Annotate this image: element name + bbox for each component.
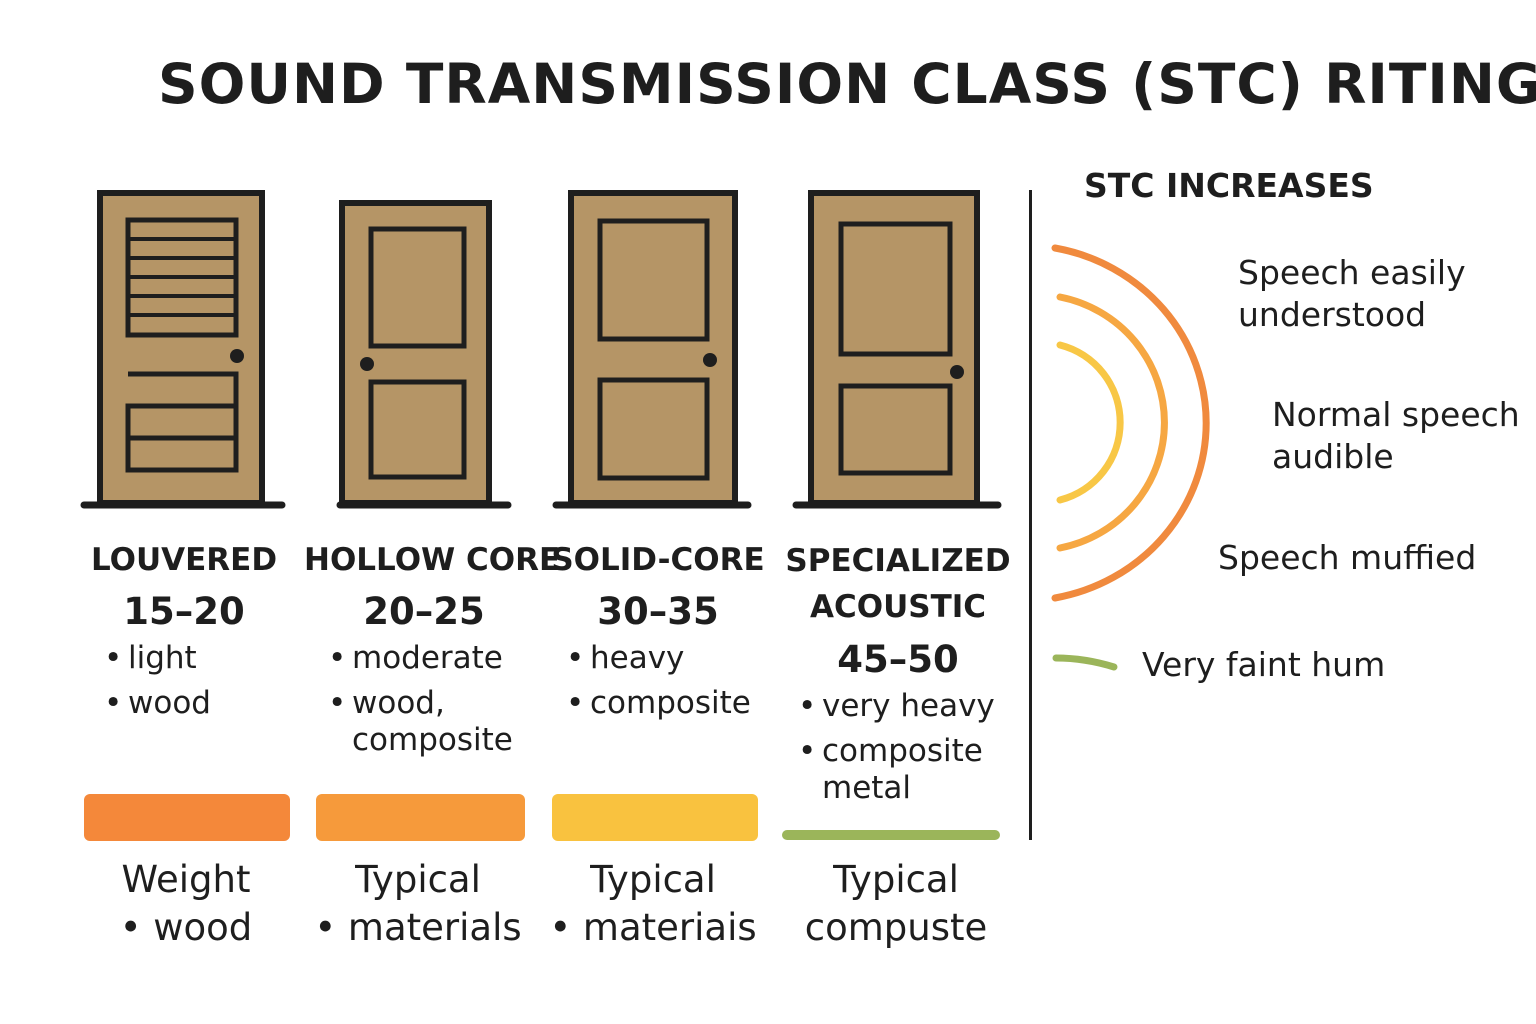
door-property: light [100, 640, 304, 677]
level-label-easily-understood: Speech easily understood [1238, 253, 1466, 334]
footer-line: Typical [833, 858, 959, 901]
door-footer: Weight • wood [66, 856, 306, 952]
door-property: heavy [562, 640, 778, 677]
page-title: SOUND TRANSMISSION CLASS (STC) RITING [158, 52, 1536, 116]
stc-range: 15–20 [123, 590, 245, 633]
level-label-normal-speech: Normal speech audible [1272, 395, 1520, 476]
door-panel [597, 218, 710, 342]
footer-line: • materiais [549, 906, 757, 949]
door-column-louvered: LOUVERED 15–20 light wood [64, 538, 304, 730]
door-panel [838, 221, 953, 357]
stc-range: 30–35 [597, 590, 719, 633]
door-footer: Typical • materials [298, 856, 538, 952]
level-label-faint-hum: Very faint hum [1142, 645, 1386, 684]
door-name: SPECIALIZED ACOUSTIC [785, 543, 1011, 625]
door-slab [568, 190, 738, 506]
door-icon [552, 190, 752, 509]
door-name: LOUVERED [90, 542, 278, 578]
door-knob [703, 353, 717, 367]
door-panel [597, 377, 710, 481]
door-property: wood [100, 685, 304, 722]
door-property: composite [562, 685, 778, 722]
louver-frame-bottom [125, 371, 239, 473]
door-knob [230, 349, 244, 363]
door-panel [368, 226, 467, 349]
door-column-specialized-acoustic: SPECIALIZED ACOUSTIC 45–50 very heavy co… [778, 538, 1018, 815]
footer-line: Weight [121, 858, 251, 901]
door-knob [360, 357, 374, 371]
door-name: SOLID-CORE [551, 542, 765, 578]
stc-increases-heading: STC INCREASES [1084, 166, 1374, 205]
door-name: HOLLOW CORE [304, 542, 561, 578]
sound-wave-icon [1051, 244, 1210, 671]
door-footer: Typical compuste [776, 856, 1016, 952]
sound-wave-arc-outer [1051, 244, 1210, 602]
door-panel [838, 383, 953, 476]
door-knob [950, 365, 964, 379]
level-label-muffled: Speech muffied [1218, 538, 1477, 577]
footer-line: compuste [804, 906, 988, 949]
footer-line: Typical [355, 858, 481, 901]
stc-color-bar [782, 830, 1000, 840]
door-footer: Typical • materiais [533, 856, 773, 952]
door-icon [336, 200, 512, 509]
sound-wave-arc-inner [1056, 341, 1124, 504]
door-property: composite metal [794, 733, 1018, 807]
door-icon [80, 190, 286, 509]
door-property: wood, composite [324, 685, 544, 759]
section-divider [1029, 190, 1032, 840]
door-column-hollow-core: HOLLOW CORE 20–25 moderate wood, composi… [304, 538, 561, 767]
door-slab [339, 200, 492, 506]
door-column-solid-core: SOLID-CORE 30–35 heavy composite [538, 538, 778, 730]
footer-line: • materials [314, 906, 522, 949]
door-property: moderate [324, 640, 544, 677]
stc-color-bar [316, 794, 525, 841]
stc-color-bar [552, 794, 758, 841]
footer-line: • wood [119, 906, 253, 949]
door-panel [368, 379, 467, 480]
sound-wave-arc-middle [1056, 293, 1168, 552]
door-property: very heavy [794, 688, 1018, 725]
stc-range: 45–50 [837, 638, 959, 681]
door-icon [792, 190, 1002, 509]
stc-range: 20–25 [363, 590, 485, 633]
footer-line: Typical [590, 858, 716, 901]
stc-color-bar [84, 794, 290, 841]
faint-hum-mark [1052, 654, 1118, 671]
